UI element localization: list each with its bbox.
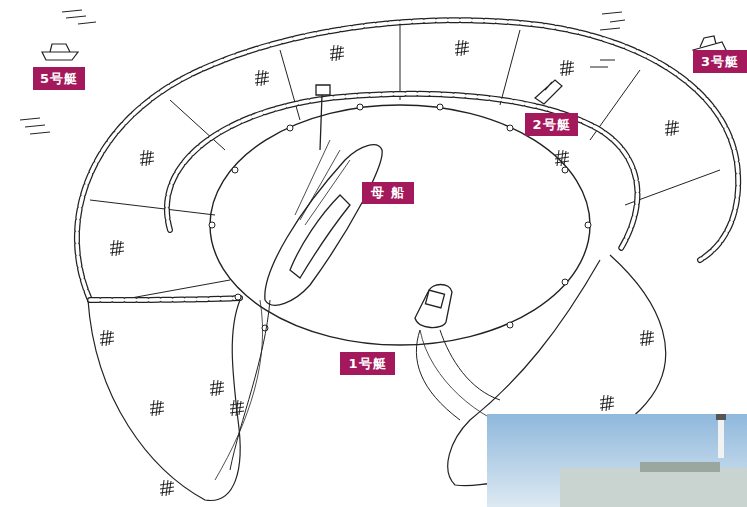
label-text: 5号艇	[40, 70, 78, 88]
label-text: 3号艇	[701, 53, 739, 71]
label-text: 1号艇	[348, 355, 386, 373]
boat-label: 2号艇	[525, 113, 578, 136]
purse-ring	[209, 104, 591, 345]
small-boat	[42, 36, 726, 104]
boat-label: 母 船	[362, 182, 414, 204]
boat-label: 5号艇	[33, 67, 85, 90]
mother-ship	[230, 85, 382, 470]
boat-label: 3号艇	[693, 50, 747, 73]
boat-label: 1号艇	[340, 352, 395, 375]
label-text: 2号艇	[532, 116, 570, 134]
float-line	[77, 20, 738, 300]
label-text: 母 船	[371, 184, 405, 202]
photo-corner	[487, 414, 747, 507]
boat-1	[415, 285, 500, 421]
net-panel-line	[90, 20, 720, 300]
